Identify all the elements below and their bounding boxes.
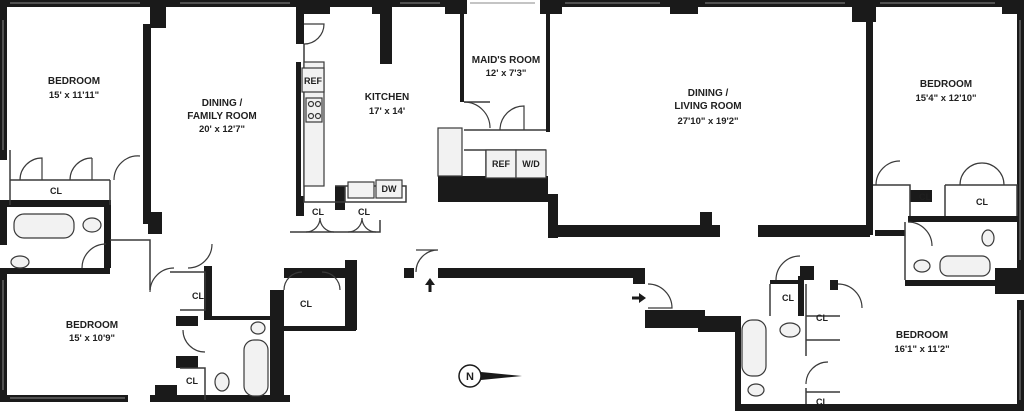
kitchen-name: KITCHEN: [365, 92, 409, 103]
arrow-up-icon: [425, 278, 435, 292]
sink: [913, 259, 931, 273]
bedroom-nw-name: BEDROOM: [48, 76, 100, 87]
kitchen-sink: [347, 181, 375, 199]
closet-label: CL: [192, 291, 204, 301]
closet-label: CL: [782, 293, 794, 303]
sink: [779, 322, 801, 338]
closet-label: CL: [186, 376, 198, 386]
closet-label: CL: [358, 207, 370, 217]
bedroom-se-name: BEDROOM: [896, 330, 948, 341]
dishwasher-label: DW: [382, 184, 397, 194]
closet-label: CL: [300, 299, 312, 309]
washer-dryer-box: [515, 149, 547, 179]
bedroom-se-dim: 16'1" x 11'2": [894, 344, 949, 355]
refrigerator-label: REF: [304, 76, 323, 86]
closet-label: CL: [976, 197, 988, 207]
washer-dryer-label: W/D: [522, 159, 540, 169]
windows: [2, 2, 1021, 400]
burner: [314, 100, 322, 108]
dining-living-name-line1: DINING /: [688, 88, 729, 99]
dining-living-name-line2: LIVING ROOM: [674, 101, 741, 112]
compass-needle-icon: [481, 372, 522, 380]
fixture-labels: CL CL CL CL CL CL CL CL CL CL CL REF REF…: [50, 76, 988, 407]
closet-label: CL: [50, 186, 62, 196]
bedroom-nw-dim: 15' x 11'11": [49, 90, 99, 101]
kitchen-counter: [303, 61, 325, 187]
bathtub: [243, 339, 269, 397]
closet-label: CL: [816, 397, 828, 407]
toilet: [747, 383, 765, 397]
burner: [307, 100, 315, 108]
bathtub: [13, 213, 75, 239]
door-swings: [19, 23, 1005, 385]
dishwasher-box: [375, 179, 403, 199]
burner: [314, 112, 322, 120]
bedroom-sw-name: BEDROOM: [66, 320, 118, 331]
closet-label: CL: [919, 192, 931, 202]
maids-room-dim: 12' x 7'3": [486, 68, 527, 79]
maids-room-name: MAID'S ROOM: [472, 55, 541, 66]
bedroom-sw-dim: 15' x 10'9": [69, 333, 115, 344]
toilet: [981, 229, 995, 247]
entry-arrows: [425, 278, 646, 303]
dining-family-name-line1: DINING /: [202, 98, 243, 109]
kitchen-dim: 17' x 14': [369, 106, 405, 117]
compass-letter: N: [466, 371, 474, 383]
closet-label: CL: [312, 207, 324, 217]
bedroom-ne-name: BEDROOM: [920, 79, 972, 90]
burner: [307, 112, 315, 120]
sink: [250, 321, 266, 335]
bathtub: [939, 255, 991, 277]
sink: [82, 217, 102, 233]
maid-closet: [437, 127, 463, 177]
room-labels: BEDROOM 15' x 11'11" DINING / FAMILY ROO…: [48, 55, 977, 355]
dining-living-dim: 27'10" x 19'2": [677, 116, 738, 127]
arrow-right-icon: [632, 293, 646, 303]
toilet: [10, 255, 30, 269]
dining-family-dim: 20' x 12'7": [199, 124, 245, 135]
fixtures: [10, 61, 995, 397]
dining-family-name-line2: FAMILY ROOM: [187, 111, 256, 122]
toilet: [214, 372, 230, 392]
compass: N: [458, 364, 522, 388]
refrigerator-box: [301, 67, 325, 93]
refrigerator-label: REF: [492, 159, 511, 169]
bedroom-ne-dim: 15'4" x 12'10": [915, 93, 976, 104]
closet-label: CL: [816, 313, 828, 323]
bathtub: [741, 319, 767, 377]
